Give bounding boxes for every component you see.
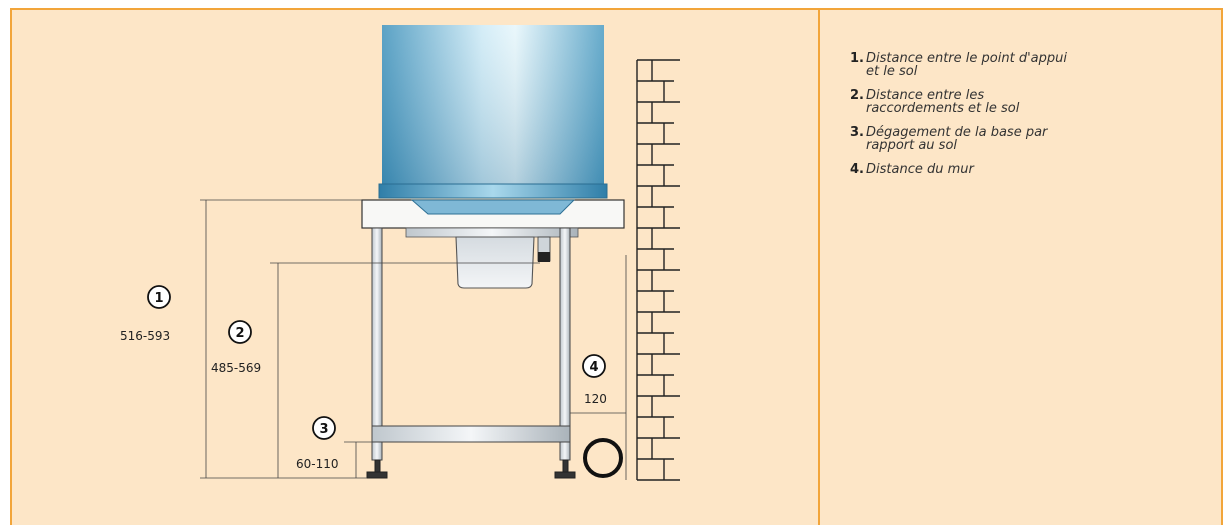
diagram-frame: [10, 8, 1223, 525]
legend-item: 4. Distance du mur: [850, 163, 1150, 176]
drain-pipe: [583, 438, 623, 478]
marker-3: 3: [312, 416, 336, 440]
legend-item: 1. Distance entre le point d'appui et le…: [850, 52, 1150, 78]
dimension-3-value: 60-110: [296, 457, 339, 471]
marker-1-label: 1: [154, 291, 163, 306]
marker-4-label: 4: [589, 360, 598, 375]
table-feet: [366, 459, 576, 479]
dimension-1-value: 516-593: [120, 329, 170, 343]
basin: [455, 236, 551, 289]
legend-item-text: Dégagement de la base par rapport au sol: [866, 125, 1048, 153]
marker-3-label: 3: [319, 422, 328, 437]
dimension-lines: [200, 199, 627, 480]
installation-diagram: 1 2 3 4 516-593 485-569 60-110 120: [120, 25, 680, 481]
marker-4: 4: [582, 354, 606, 378]
table-top: [361, 199, 625, 238]
drum: [378, 25, 608, 199]
legend-item-number: 3.: [850, 125, 864, 140]
legend-list: 1. Distance entre le point d'appui et le…: [850, 52, 1150, 187]
legend-item: 2. Distance entre les raccordements et l…: [850, 89, 1150, 115]
dimension-2-value: 485-569: [211, 361, 261, 375]
brick-wall: [636, 59, 680, 481]
marker-1: 1: [147, 285, 171, 309]
legend-item-text: Distance entre le point d'appui et le so…: [866, 51, 1067, 79]
legend-item-number: 2.: [850, 88, 864, 103]
legend-item-number: 1.: [850, 51, 864, 66]
marker-2: 2: [228, 320, 252, 344]
panel-divider: [818, 8, 820, 525]
legend-item-number: 4.: [850, 162, 864, 177]
legend-item-text: Distance entre les raccordements et le s…: [866, 88, 1020, 116]
marker-2-label: 2: [235, 326, 244, 341]
legend-item-text: Distance du mur: [866, 162, 974, 177]
dimension-4-value: 120: [584, 392, 607, 406]
legend-item: 3. Dégagement de la base par rapport au …: [850, 126, 1150, 152]
